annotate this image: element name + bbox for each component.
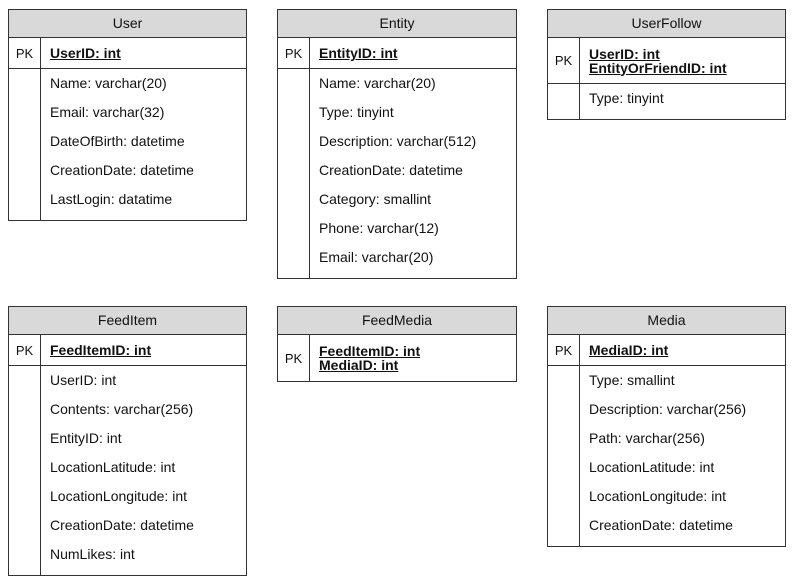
field: LocationLongitude: int	[589, 488, 726, 504]
field: Phone: varchar(12)	[319, 220, 439, 236]
pk-gutter	[278, 69, 310, 278]
table-entity: Entity PK EntityID: int Name: varchar(20…	[277, 9, 517, 279]
primary-key: MediaID: int	[589, 342, 669, 358]
primary-key: UserID: int	[50, 45, 121, 61]
field: Type: tinyint	[589, 90, 664, 106]
field: NumLikes: int	[50, 546, 135, 562]
pk-label: PK	[278, 335, 310, 381]
field: Description: varchar(512)	[319, 133, 477, 149]
field: Name: varchar(20)	[319, 75, 436, 91]
pk-row: PK UserID: int EntityOrFriendID: int	[548, 38, 785, 84]
pk-gutter	[548, 84, 580, 119]
field: Category: smallint	[319, 191, 432, 207]
table-title: FeedMedia	[278, 307, 516, 335]
key-list: UserID: int EntityOrFriendID: int	[580, 38, 727, 83]
field: CreationDate: datetime	[50, 162, 194, 178]
key-list: EntityID: int	[310, 38, 398, 68]
field: LastLogin: datatime	[50, 191, 173, 207]
primary-key: EntityID: int	[319, 45, 398, 61]
field: CreationDate: datetime	[589, 517, 733, 533]
pk-gutter	[548, 366, 580, 546]
table-feeditem: FeedItem PK FeedItemID: int UserID: int …	[8, 306, 247, 576]
field: EntityID: int	[50, 430, 122, 446]
field: LocationLatitude: int	[589, 459, 715, 475]
pk-label: PK	[9, 335, 41, 365]
table-title: Entity	[278, 10, 516, 38]
field-list: Name: varchar(20) Email: varchar(32) Dat…	[41, 69, 194, 220]
field: Email: varchar(32)	[50, 104, 165, 120]
pk-row: PK FeedItemID: int	[9, 335, 246, 366]
field-section: Name: varchar(20) Email: varchar(32) Dat…	[9, 69, 246, 220]
pk-label: PK	[548, 38, 580, 83]
field: DateOfBirth: datetime	[50, 133, 185, 149]
field-list: UserID: int Contents: varchar(256) Entit…	[41, 366, 194, 575]
pk-gutter	[9, 69, 41, 220]
field: Type: tinyint	[319, 104, 394, 120]
field-section: Name: varchar(20) Type: tinyint Descript…	[278, 69, 516, 278]
table-title: User	[9, 10, 246, 38]
field-section: Type: smallint Description: varchar(256)…	[548, 366, 785, 546]
table-title: UserFollow	[548, 10, 785, 38]
field: CreationDate: datetime	[50, 517, 194, 533]
field-section: UserID: int Contents: varchar(256) Entit…	[9, 366, 246, 575]
table-user: User PK UserID: int Name: varchar(20) Em…	[8, 9, 247, 221]
table-feedmedia: FeedMedia PK FeedItemID: int MediaID: in…	[277, 306, 517, 382]
field-list: Type: smallint Description: varchar(256)…	[580, 366, 746, 546]
primary-key: FeedItemID: int	[50, 342, 152, 358]
field: CreationDate: datetime	[319, 162, 463, 178]
field-list: Type: tinyint	[580, 84, 664, 119]
table-userfollow: UserFollow PK UserID: int EntityOrFriend…	[547, 9, 786, 120]
table-title: Media	[548, 307, 785, 335]
pk-label: PK	[278, 38, 310, 68]
field: Contents: varchar(256)	[50, 401, 194, 417]
pk-label: PK	[548, 335, 580, 365]
pk-gutter	[9, 366, 41, 575]
field: Type: smallint	[589, 372, 675, 388]
primary-key: FeedItemID: int	[319, 343, 421, 359]
field: Path: varchar(256)	[589, 430, 705, 446]
field: UserID: int	[50, 372, 117, 388]
primary-key: EntityOrFriendID: int	[589, 59, 727, 76]
pk-row: PK UserID: int	[9, 38, 246, 69]
key-list: MediaID: int	[580, 335, 668, 365]
key-list: UserID: int	[41, 38, 121, 68]
key-list: FeedItemID: int MediaID: int	[310, 335, 420, 381]
field: LocationLongitude: int	[50, 488, 187, 504]
field: LocationLatitude: int	[50, 459, 176, 475]
field: Email: varchar(20)	[319, 249, 434, 265]
pk-row: PK FeedItemID: int MediaID: int	[278, 335, 516, 381]
field: Description: varchar(256)	[589, 401, 747, 417]
pk-row: PK MediaID: int	[548, 335, 785, 366]
pk-row: PK EntityID: int	[278, 38, 516, 69]
pk-label: PK	[9, 38, 41, 68]
field-list: Name: varchar(20) Type: tinyint Descript…	[310, 69, 476, 278]
primary-key: MediaID: int	[319, 357, 399, 373]
table-title: FeedItem	[9, 307, 246, 335]
table-media: Media PK MediaID: int Type: smallint Des…	[547, 306, 786, 547]
field: Name: varchar(20)	[50, 75, 167, 91]
key-list: FeedItemID: int	[41, 335, 151, 365]
field-section: Type: tinyint	[548, 84, 785, 119]
primary-key: UserID: int	[589, 45, 660, 62]
